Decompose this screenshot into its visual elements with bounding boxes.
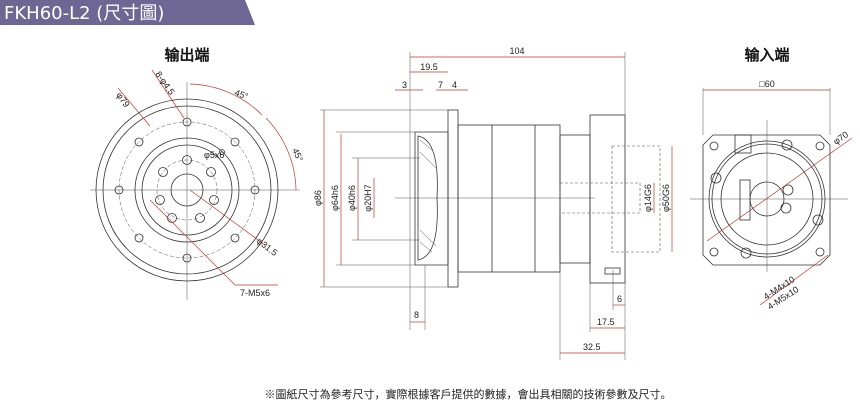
label-d64h6: φ64h6 — [330, 185, 340, 211]
label-32-5: 32.5 — [583, 342, 601, 352]
label-total-length: 104 — [509, 46, 524, 56]
label-17-5: 17.5 — [597, 317, 615, 327]
label-angle-2: 45° — [290, 147, 305, 164]
label-d70: φ70 — [831, 129, 850, 146]
footer-note: ※圖紙尺寸為參考尺寸，實際根據客戶提供的數據，會出具相關的技術參數及尺寸。 — [265, 387, 672, 401]
label-d50g6: φ50G6 — [661, 184, 671, 212]
label-7: 7 — [438, 80, 443, 90]
label-4: 4 — [452, 80, 457, 90]
label-d14g6: φ14G6 — [643, 184, 653, 212]
output-end-view: 输出端 φ79 8-φ4.5 45° 45° φ5x6 φ31.5 7-M5x6 — [90, 46, 305, 300]
input-end-heading: 输入端 — [744, 46, 789, 64]
label-pin: φ5x6 — [204, 150, 224, 160]
label-6: 6 — [617, 294, 622, 304]
label-d40h6: φ40h6 — [347, 185, 357, 211]
label-d79: φ79 — [114, 90, 131, 109]
label-thread: 7-M5x6 — [240, 288, 270, 298]
label-d20h7: φ20H7 — [363, 184, 373, 211]
label-19-5: 19.5 — [420, 62, 438, 72]
side-view: 104 19.5 3 7 4 φ86 φ64h6 φ40h6 φ20H7 φ14… — [313, 46, 673, 360]
label-angle-1: 45° — [233, 87, 250, 101]
input-end-view: 输入端 □60 φ70 4-M4x10 4-M5x10 — [690, 46, 853, 312]
label-3: 3 — [402, 80, 407, 90]
output-end-heading: 输出端 — [164, 46, 209, 64]
label-d86: φ86 — [313, 190, 323, 206]
label-holes: 8-φ4.5 — [153, 69, 176, 96]
page-title: FKH60-L2 (尺寸圖) — [4, 3, 164, 24]
title-banner — [0, 0, 255, 25]
label-8: 8 — [414, 310, 419, 320]
label-square-60: □60 — [759, 79, 774, 89]
